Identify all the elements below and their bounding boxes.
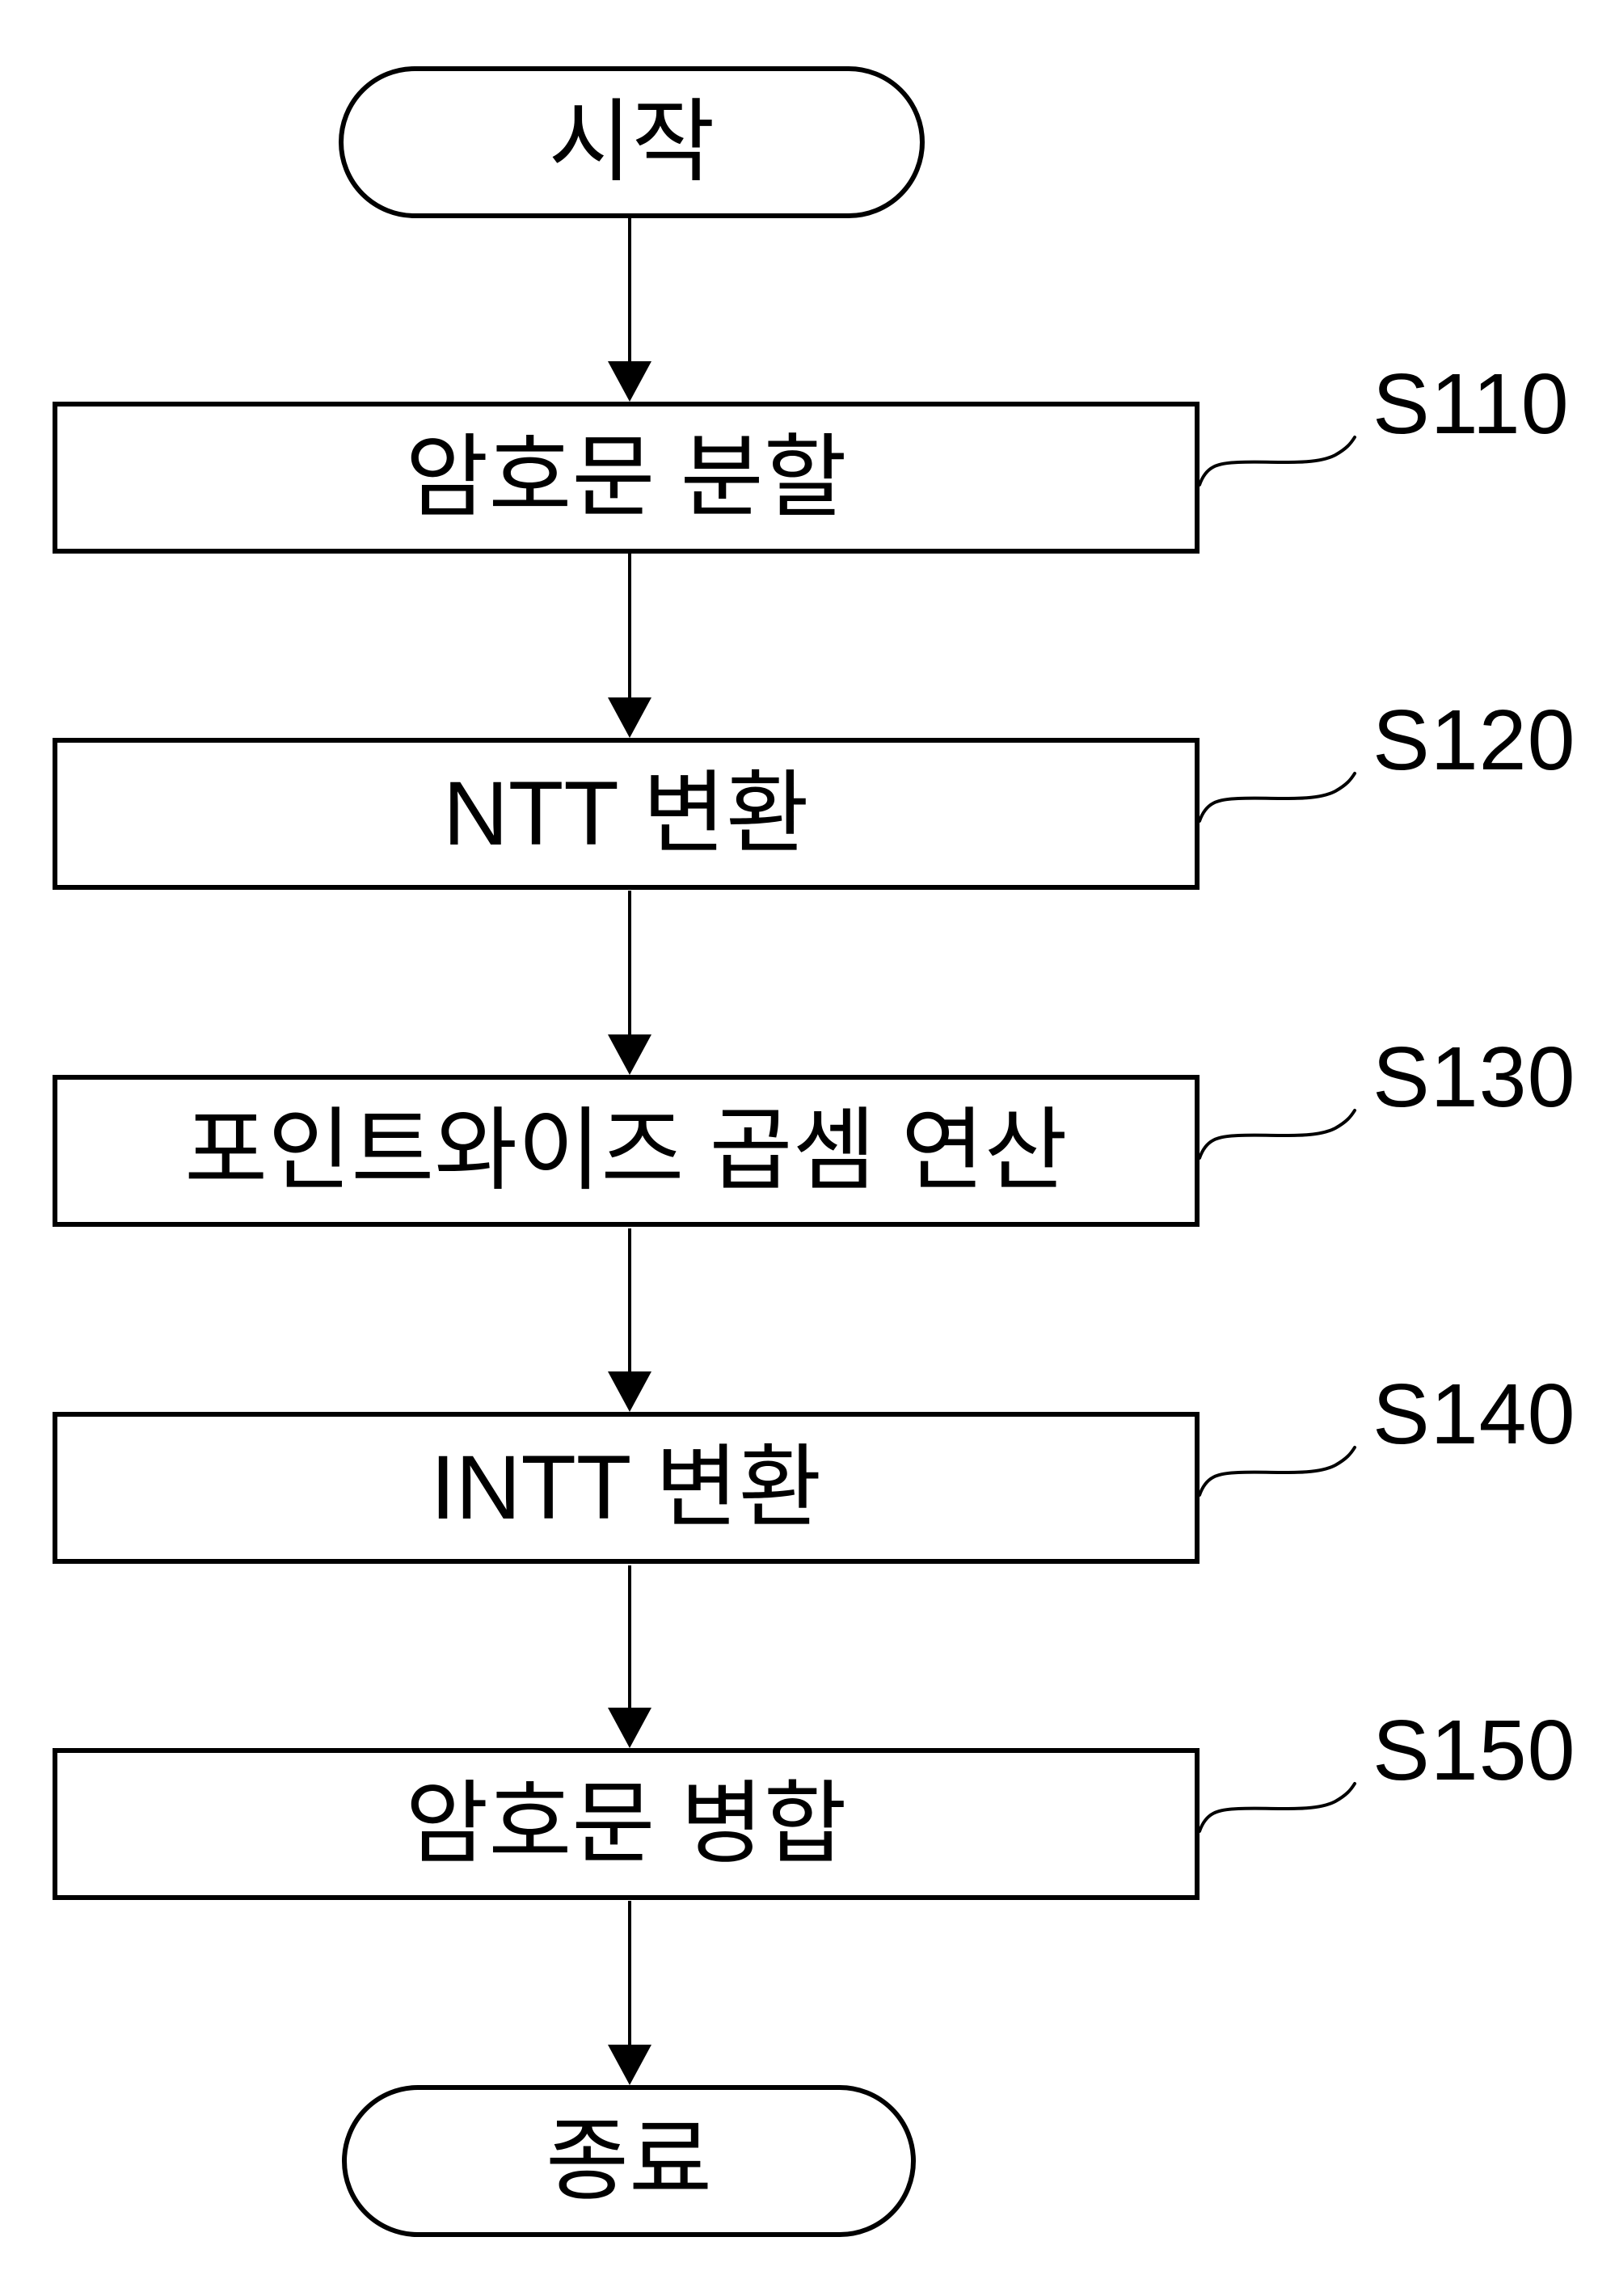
- step-id-text: S140: [1372, 1367, 1576, 1462]
- leader-line: [1198, 772, 1356, 823]
- leader-line: [1198, 1782, 1356, 1833]
- arrowhead-icon: [608, 697, 651, 738]
- process-box-label: INTT 변환: [430, 1437, 822, 1538]
- leader-line: [1198, 1109, 1356, 1160]
- start-terminal: 시작: [339, 66, 925, 218]
- start-terminal-label: 시작: [548, 91, 715, 192]
- arrowhead-icon: [608, 361, 651, 402]
- step-label-s110: S110: [1372, 360, 1591, 449]
- step-label-s140: S140: [1372, 1370, 1591, 1459]
- end-terminal: 종료: [342, 2085, 916, 2237]
- process-box-label: 암호문 분할: [405, 427, 847, 528]
- step-id-text: S130: [1372, 1030, 1576, 1125]
- arrowhead-icon: [608, 2045, 651, 2085]
- end-terminal-label: 종료: [545, 2110, 713, 2211]
- step-id-text: S110: [1372, 356, 1570, 452]
- process-box-label: 포인트와이즈 곱셈 연산: [184, 1100, 1068, 1201]
- step-id-text: S120: [1372, 693, 1576, 788]
- arrowhead-icon: [608, 1708, 651, 1748]
- step-label-s130: S130: [1372, 1033, 1591, 1122]
- process-box-label: NTT 변환: [443, 763, 809, 864]
- step-label-s120: S120: [1372, 696, 1591, 785]
- leader-line: [1198, 436, 1356, 487]
- step-id-text: S150: [1372, 1703, 1576, 1798]
- arrowhead-icon: [608, 1034, 651, 1075]
- process-box-s130: 포인트와이즈 곱셈 연산: [53, 1075, 1200, 1227]
- step-label-s150: S150: [1372, 1706, 1591, 1795]
- arrowhead-icon: [608, 1371, 651, 1412]
- process-box-s140: INTT 변환: [53, 1412, 1200, 1564]
- process-box-label: 암호문 병합: [405, 1773, 847, 1874]
- process-box-s110: 암호문 분할: [53, 402, 1200, 554]
- process-box-s120: NTT 변환: [53, 738, 1200, 890]
- process-box-s150: 암호문 병합: [53, 1748, 1200, 1900]
- leader-line: [1198, 1446, 1356, 1497]
